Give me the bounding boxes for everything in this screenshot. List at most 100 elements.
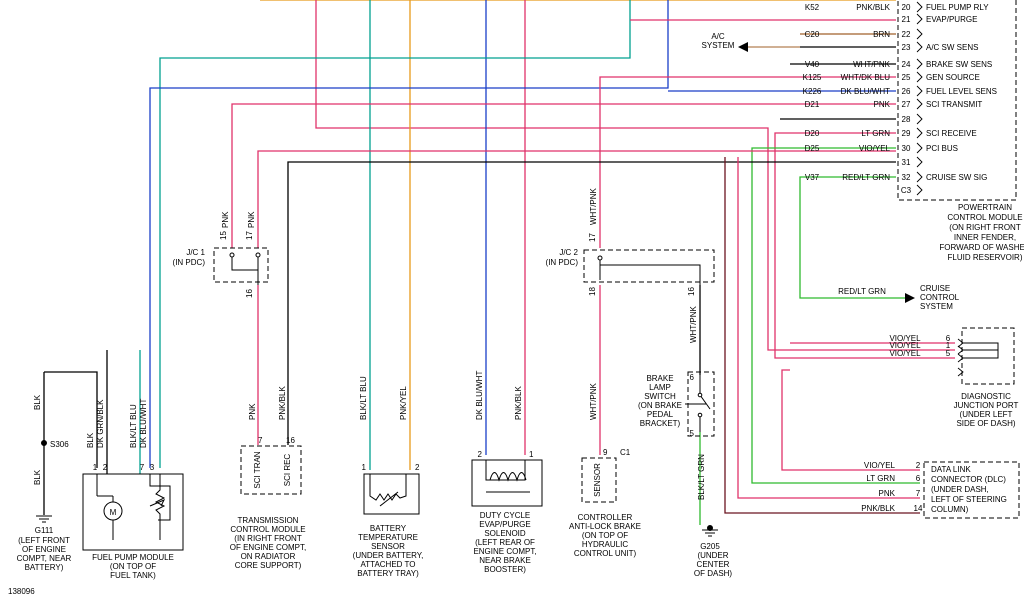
pcm-title: POWERTRAIN (958, 203, 1012, 212)
pcm-pin-number: 23 (902, 43, 911, 52)
g205-location: OF DASH) (694, 569, 733, 578)
tcm-wire-color: PNK (248, 403, 257, 420)
pcm-pin-function: FUEL LEVEL SENS (926, 87, 997, 96)
g111-ground-icon (36, 515, 52, 523)
dlc-label: CONNECTOR (DLC) (931, 475, 1006, 484)
pcm-terminal (916, 171, 923, 183)
cab-box (581, 457, 617, 503)
tcm-label: TRANSMISSION (238, 516, 299, 525)
diag-wire-color: VIO/YEL (889, 349, 921, 358)
pcm-title: CONTROL MODULE (947, 213, 1022, 222)
wire-wht-dk-blu (599, 76, 896, 248)
pcm-wire-color: PNK (874, 100, 891, 109)
pcm-wire-color: WHT/PNK (853, 60, 891, 69)
fuel-pump-label: FUEL TANK) (110, 571, 156, 580)
g205-location: CENTER (697, 560, 730, 569)
diag-port-box (961, 327, 1015, 385)
brake-switch-wire-color: BLK/LT GRN (697, 454, 706, 500)
pcm-terminal (916, 13, 923, 25)
evap-label: EVAP/PURGE (479, 520, 530, 529)
cab-pin: 9 (603, 448, 608, 457)
tcm-wire-color: PNK/BLK (278, 386, 287, 420)
g111-location: COMPT, NEAR (17, 554, 72, 563)
cab-connector-id: C1 (620, 448, 631, 457)
tcm-label: OF ENGINE COMPT, (230, 543, 306, 552)
ac-system-label: SYSTEM (702, 41, 735, 50)
jc1-name: J/C 1 (186, 248, 205, 257)
pcm-circuit-id: D25 (805, 144, 820, 153)
fuel-pump-module-box (82, 473, 184, 551)
diag-port-label: SIDE OF DASH) (956, 419, 1015, 428)
brake-switch-label: PEDAL (647, 410, 674, 419)
pcm-terminal (916, 113, 923, 125)
pcm-pin-function: BRAKE SW SENS (926, 60, 992, 69)
fuel-pump-label: FUEL PUMP MODULE (92, 553, 174, 562)
cab-label: CONTROLLER (578, 513, 633, 522)
dlc-pin: 14 (914, 504, 923, 513)
pcm-title: FORWARD OF WASHER (939, 243, 1024, 252)
brake-switch-pin: 5 (690, 429, 695, 438)
tcm-label: ON RADIATOR (241, 552, 296, 561)
pcm-circuit-id: K52 (805, 3, 820, 12)
fuel-level-sender-icon (149, 474, 171, 540)
pcm-terminal (916, 71, 923, 83)
wire-pnk-dlc (737, 157, 920, 499)
jc1-terminal (229, 252, 235, 258)
pcm-wire-color: WHT/DK BLU (841, 73, 891, 82)
ac-system-label: A/C (711, 32, 725, 41)
tcm-label: (IN RIGHT FRONT (234, 534, 302, 543)
tcm-box (240, 445, 302, 495)
dlc-label: DATA LINK (931, 465, 971, 474)
tcm-pin: 7 (258, 436, 263, 445)
pcm-circuit-id: D21 (805, 100, 820, 109)
pcm-pin-function: A/C SW SENS (926, 43, 978, 52)
brake-switch-terminal (697, 412, 703, 418)
diag-port-label: JUNCTION PORT (954, 401, 1019, 410)
jc1-pin: 16 (245, 289, 254, 298)
jc2-wire-color: WHT/PNK (589, 187, 598, 225)
fuel-level-wiper-icon (149, 499, 166, 507)
jc2-sub: (IN PDC) (546, 258, 579, 267)
pcm-pin-number: C3 (901, 186, 912, 195)
g111-wire-color: BLK (33, 469, 42, 485)
pcm-terminal (916, 41, 923, 53)
wire-pnk-blk-dlc (724, 157, 920, 514)
brake-switch-pin: 6 (690, 373, 695, 382)
fuel-pump-pin: 3 (150, 463, 155, 472)
jc1-box (213, 247, 269, 283)
ac-arrow-icon (738, 42, 748, 52)
pcm-pin-number: 20 (902, 3, 911, 12)
pcm-wire-color: BRN (873, 30, 890, 39)
pcm-terminal (916, 127, 923, 139)
wire-lt-grn-vioyel-1 (774, 132, 955, 359)
bts-label: BATTERY (370, 524, 407, 533)
bts-label: (UNDER BATTERY, (353, 551, 424, 560)
pcm-wire-color: LT GRN (861, 129, 890, 138)
evap-label: SOLENOID (484, 529, 526, 538)
dlc-label: (UNDER DASH, (931, 485, 989, 494)
tcm-pin: 16 (286, 436, 295, 445)
fuel-pump-label: (ON TOP OF (110, 562, 156, 571)
brake-switch-label: LAMP (649, 383, 671, 392)
diag-pin: 1 (946, 341, 951, 350)
wire-lt-grn-dlc (751, 147, 920, 484)
g111-location: OF ENGINE (22, 545, 66, 554)
cruise-system-label: CRUISE (920, 284, 950, 293)
jc2-box (583, 249, 715, 283)
cab-terminal-name: SENSOR (593, 463, 602, 497)
g205-name: G205 (700, 542, 720, 551)
dlc-pin: 7 (916, 489, 921, 498)
cruise-wire-color: RED/LT GRN (838, 287, 886, 296)
pcm-pin-function: SCI TRANSMIT (926, 100, 982, 109)
fuel-pump-wire-color: DK GRN/BLK (96, 399, 105, 448)
diag-wire-color: VIO/YEL (889, 334, 921, 343)
components-layer (36, 0, 1020, 551)
bts-wire-color: BLK/LT BLU (359, 376, 368, 420)
g205-location: (UNDER (697, 551, 728, 560)
evap-label: ENGINE COMPT, (473, 547, 536, 556)
diag-port-label: DIAGNOSTIC (961, 392, 1011, 401)
cab-wire-color: WHT/PNK (589, 382, 598, 420)
bts-thermistor-icon (369, 474, 407, 507)
brake-switch-label: BRAKE (646, 374, 673, 383)
